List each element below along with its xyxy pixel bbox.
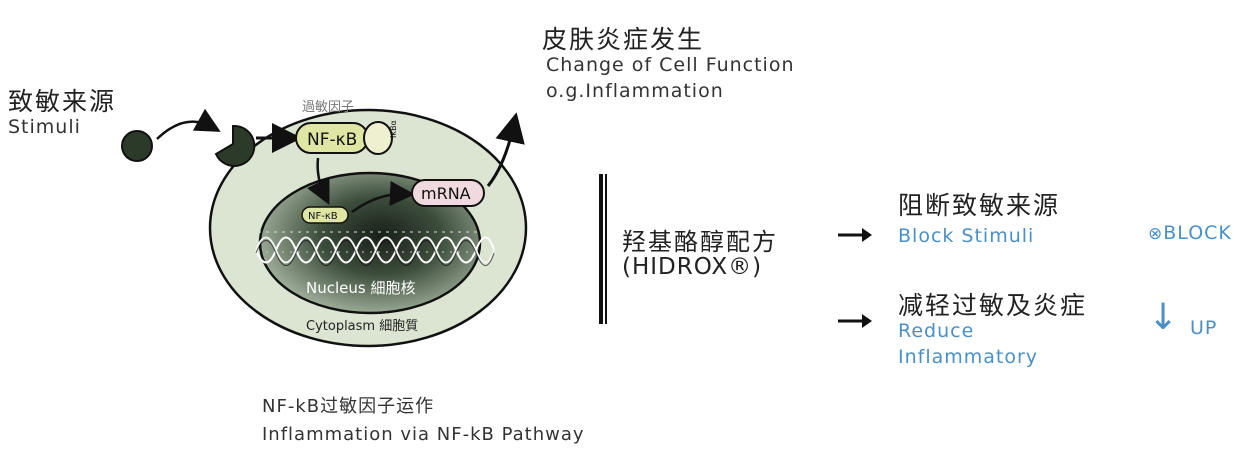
- effect-2-title: 减轻过敏及炎症: [898, 291, 1088, 320]
- effect-2-badge-label: UP: [1190, 317, 1218, 339]
- stimulus-molecule: [121, 130, 153, 162]
- cytoplasm-label: Cytoplasm 細胞質: [306, 319, 418, 334]
- effect-1-arrow: [836, 224, 874, 246]
- mrna: [411, 179, 485, 207]
- translocation-arrow: [307, 157, 330, 205]
- effect-1-badge-label: BLOCK: [1163, 222, 1232, 244]
- effect-1-subtitle: Block Stimuli: [898, 225, 1035, 247]
- divider-double-bar-2: [605, 174, 607, 324]
- caption-title: NF-kB过敏因子运作: [262, 396, 435, 417]
- stimuli-subtitle: Stimuli: [8, 116, 81, 138]
- outcome-subtitle-2: o.g.Inflammation: [546, 80, 724, 102]
- output-arrow: [486, 112, 525, 187]
- receptor: [214, 124, 256, 167]
- nfkb-nuclear-label: NF-κB: [308, 211, 338, 222]
- stimulus-arrow: [156, 108, 221, 140]
- dna-helix: [255, 231, 495, 264]
- ikb-label: IκBα: [389, 120, 398, 138]
- effect-2-subtitle-1: Reduce: [898, 320, 975, 342]
- nucleus-label: Nucleus 細胞核: [306, 279, 415, 297]
- dna-helix-outline: [255, 240, 495, 266]
- outcome-subtitle-1: Change of Cell Function: [546, 54, 795, 76]
- ikb-subunit: [363, 121, 393, 155]
- allergen-label: 過敏因子: [302, 100, 354, 115]
- outcome-title: 皮肤炎症发生: [542, 25, 705, 54]
- divider-double-bar: [599, 174, 603, 324]
- effect-1-badge: ⊗BLOCK: [1148, 222, 1232, 244]
- effect-2-subtitle-2: Inflammatory: [898, 346, 1039, 368]
- down-arrow-icon: ↓: [1148, 297, 1179, 338]
- formula-subtitle: (HIDROX®): [622, 254, 763, 280]
- nfkb-nuclear: [301, 206, 349, 224]
- stimuli-title: 致敏来源: [8, 87, 117, 116]
- cell-diagram: 過敏因子 NF-κB IκBα NF-κB mRNA Nucleus 細胞核 C…: [121, 100, 528, 348]
- mrna-label: mRNA: [421, 184, 471, 203]
- block-icon: ⊗: [1148, 224, 1164, 244]
- formula-title: 羟基酪醇配方: [622, 228, 778, 256]
- effect-1-title: 阻断致敏来源: [898, 191, 1061, 220]
- transcription-arrow: [351, 180, 415, 214]
- effect-2-arrow: [836, 310, 874, 332]
- nfkb-label: NF-κB: [307, 130, 357, 150]
- caption-subtitle: Inflammation via NF-kB Pathway: [262, 424, 585, 445]
